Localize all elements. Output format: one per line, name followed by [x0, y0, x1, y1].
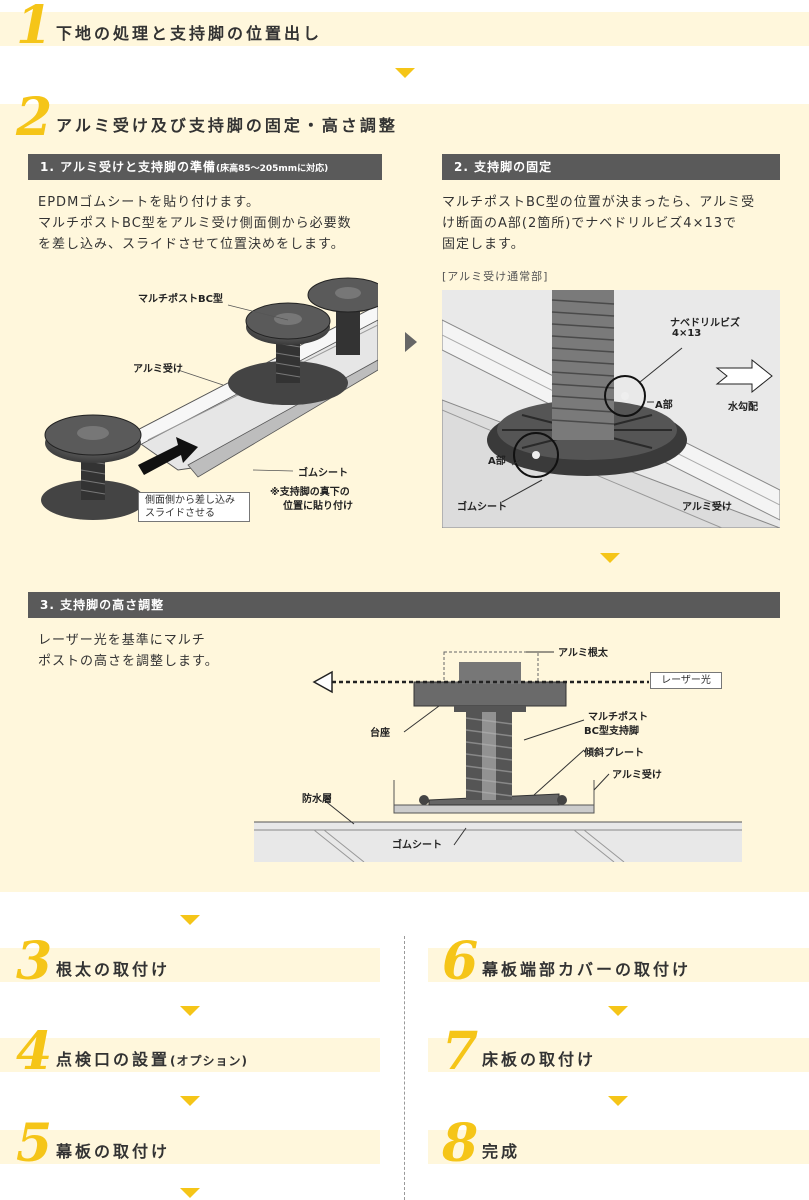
label-base: 台座 — [370, 728, 390, 739]
label-a-left: A部 — [488, 456, 506, 467]
step-8-number: 8 — [442, 1113, 479, 1174]
label-rail: アルミ受け — [133, 364, 183, 375]
step-6-title: 幕板端部カバーの取付け — [482, 960, 692, 979]
step-4-title-text: 点検口の設置 — [56, 1050, 171, 1069]
label-screw-1: ナベドリルビズ — [670, 318, 740, 329]
label-rubber: ゴムシート — [298, 468, 348, 479]
step-4-bar — [0, 1038, 380, 1072]
step-6-number: 6 — [442, 931, 479, 992]
text-line: マルチポストBC型をアルミ受け側面側から必要数 — [38, 216, 352, 231]
text-line: を差し込み、スライドさせて位置決めをします。 — [38, 237, 345, 252]
point-a-circle — [604, 375, 646, 417]
sub-step-2-heading: 2. 支持脚の固定 — [442, 154, 780, 180]
sub-step-3-text: レーザー光を基準にマルチ ポストの高さを調整します。 — [38, 630, 258, 672]
step-7-number: 7 — [442, 1021, 479, 1082]
down-arrow-icon — [180, 1096, 200, 1106]
text-line: EPDMゴムシートを貼り付けます。 — [38, 195, 260, 210]
step-6-bar — [428, 948, 809, 982]
step-4-title-suffix: (オプション) — [170, 1054, 248, 1068]
label-joist: アルミ根太 — [558, 648, 608, 659]
step-5-title: 幕板の取付け — [56, 1142, 171, 1161]
down-arrow-icon — [600, 553, 620, 563]
sub-step-1-heading-note: (床高85〜205mmに対応) — [215, 164, 329, 174]
down-arrow-icon — [608, 1096, 628, 1106]
text-line: マルチポストBC型の位置が決まったら、アルミ受 — [442, 195, 756, 210]
label-slide-line-1: 側面側から差し込み — [145, 495, 235, 506]
slope-arrow-icon — [715, 358, 773, 394]
step-1-number: 1 — [16, 0, 53, 56]
label-rubber-3: ゴムシート — [392, 840, 442, 851]
down-arrow-icon — [395, 68, 415, 78]
label-laser: レーザー光 — [650, 672, 722, 689]
sub-step-2-text: マルチポストBC型の位置が決まったら、アルミ受 け断面のA部(2箇所)でナベドリ… — [442, 192, 792, 255]
sub-step-1-heading-text: 1. アルミ受けと支持脚の準備 — [40, 160, 216, 174]
label-slide-line-2: スライドさせる — [145, 508, 215, 519]
label-rubber-note-2: 位置に貼り付け — [283, 501, 353, 512]
laser-arrow-icon — [312, 670, 333, 694]
label-post-2: BC型支持脚 — [584, 726, 639, 737]
label-slope: 水勾配 — [728, 402, 758, 413]
label-plate: 傾斜プレート — [584, 748, 644, 759]
down-arrow-icon — [180, 1188, 200, 1198]
sub-step-1-text: EPDMゴムシートを貼り付けます。 マルチポストBC型をアルミ受け側面側から必要… — [38, 192, 388, 255]
column-separator — [404, 936, 405, 1200]
down-arrow-icon — [180, 1006, 200, 1016]
step-2-title: アルミ受け及び支持脚の固定・高さ調整 — [56, 116, 398, 135]
down-arrow-icon — [180, 915, 200, 925]
point-a-circle — [513, 432, 559, 478]
step-1-title: 下地の処理と支持脚の位置出し — [56, 24, 323, 43]
label-rail-2: アルミ受け — [682, 502, 732, 513]
label-post-1: マルチポスト — [588, 712, 648, 723]
step-5-bar — [0, 1130, 380, 1164]
step-5-number: 5 — [16, 1113, 53, 1174]
post-fixing-photo — [442, 290, 780, 528]
text-line: 固定します。 — [442, 237, 525, 252]
text-line: ポストの高さを調整します。 — [38, 654, 219, 669]
step-7-title: 床板の取付け — [482, 1050, 597, 1069]
label-waterproof: 防水層 — [302, 794, 332, 805]
step-3-number: 3 — [16, 931, 53, 992]
slide-arrow-icon — [138, 437, 198, 475]
step-4-title: 点検口の設置(オプション) — [56, 1046, 248, 1070]
label-rubber-note-1: ※支持脚の真下の — [270, 487, 350, 498]
text-line: け断面のA部(2箇所)でナベドリルビズ4×13で — [442, 216, 738, 231]
label-rubber-2: ゴムシート — [457, 502, 507, 513]
down-arrow-icon — [608, 1006, 628, 1016]
step-2-number: 2 — [16, 87, 53, 148]
step-3-title: 根太の取付け — [56, 960, 171, 979]
step-3-bar — [0, 948, 380, 982]
sub-step-1-heading: 1. アルミ受けと支持脚の準備(床高85〜205mmに対応) — [28, 154, 382, 180]
rail-insertion-illustration — [41, 277, 378, 520]
label-post: マルチポストBC型 — [138, 294, 223, 305]
step-7-bar — [428, 1038, 809, 1072]
step-1-bar — [0, 12, 809, 46]
right-arrow-icon — [405, 332, 417, 352]
label-rail-3: アルミ受け — [612, 770, 662, 781]
label-a-top: A部 — [655, 400, 673, 411]
step-8-bar — [428, 1130, 809, 1164]
height-adjust-diagram — [254, 651, 742, 862]
sub-step-3-heading: 3. 支持脚の高さ調整 — [28, 592, 780, 618]
step-8-title: 完成 — [482, 1142, 521, 1161]
label-screw-2: 4×13 — [672, 328, 702, 339]
label-slide-instruction: 側面側から差し込み スライドさせる — [138, 492, 250, 522]
step-4-number: 4 — [16, 1021, 53, 1082]
step-2-bar — [0, 104, 809, 138]
text-line: レーザー光を基準にマルチ — [38, 633, 206, 648]
sub-step-2-caption: [アルミ受け通常部] — [442, 270, 549, 283]
